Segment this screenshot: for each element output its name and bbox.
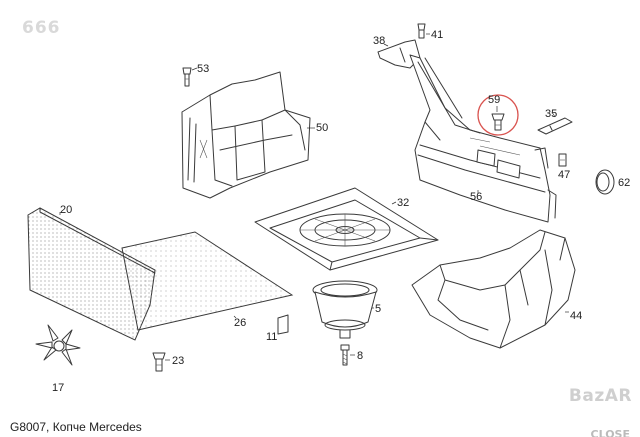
- parts-diagram: 53 50 38 41 56: [27, 23, 630, 394]
- part-11-cover[interactable]: [277, 314, 289, 335]
- label-26: 26: [234, 317, 246, 329]
- label-17: 17: [52, 382, 64, 394]
- label-35: 35: [545, 108, 557, 120]
- part-26-floor-mat[interactable]: [121, 231, 294, 331]
- label-56: 56: [470, 191, 482, 203]
- close-button[interactable]: CLOSE: [590, 428, 630, 437]
- part-23-clip[interactable]: [152, 352, 166, 372]
- part-8-bolt[interactable]: [340, 344, 350, 366]
- part-32-spare-wheel-well[interactable]: [254, 187, 439, 271]
- label-32: 32: [397, 197, 409, 209]
- label-62: 62: [618, 177, 630, 189]
- brand-logo: BazAR: [568, 386, 632, 406]
- part-35-bracket[interactable]: [537, 117, 573, 135]
- part-5-storage-bowl[interactable]: [312, 280, 378, 339]
- part-56-rear-panel[interactable]: [409, 54, 557, 223]
- label-8: 8: [357, 350, 363, 362]
- label-11: 11: [266, 331, 277, 343]
- part-41-clip[interactable]: [417, 23, 426, 39]
- label-50: 50: [316, 122, 328, 134]
- part-59-clip-highlighted[interactable]: [477, 94, 519, 136]
- label-41: 41: [431, 29, 443, 41]
- caption: G8007, Копче Mercedes: [10, 420, 142, 434]
- label-38: 38: [373, 35, 385, 47]
- part-50-side-panel[interactable]: [181, 71, 311, 199]
- label-23: 23: [172, 355, 184, 367]
- label-5: 5: [375, 303, 381, 315]
- label-44: 44: [570, 310, 582, 322]
- part-62-plug[interactable]: [595, 169, 615, 195]
- part-47-clip[interactable]: [558, 153, 567, 167]
- label-59: 59: [488, 94, 500, 106]
- watermark: 666: [22, 18, 61, 38]
- label-53: 53: [197, 63, 209, 75]
- part-53-clip[interactable]: [182, 67, 192, 87]
- part-17-fan-clip[interactable]: [35, 324, 81, 366]
- part-44-trunk-liner[interactable]: [411, 229, 576, 349]
- label-20: 20: [60, 204, 72, 216]
- label-47: 47: [558, 169, 570, 181]
